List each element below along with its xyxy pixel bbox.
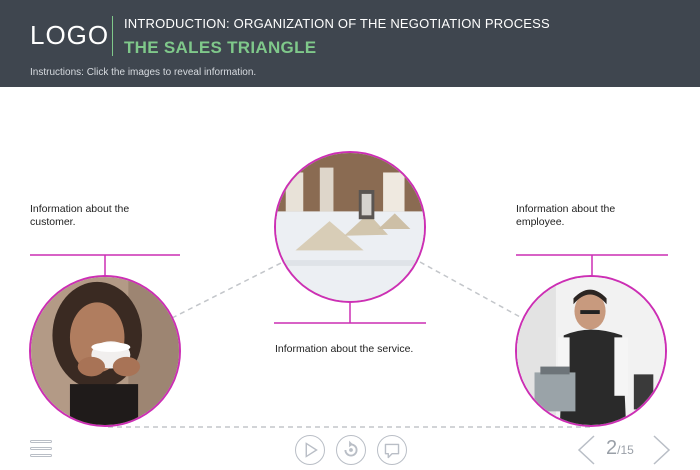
- customer-photo[interactable]: [29, 275, 181, 427]
- replay-button[interactable]: [336, 435, 366, 465]
- service-photo[interactable]: [274, 151, 426, 303]
- barista-making-coffee-photo: [517, 277, 665, 425]
- header-divider: [112, 16, 113, 56]
- dashed-line-service-employee: [419, 261, 523, 319]
- restaurant-table-setting-photo: [276, 153, 424, 301]
- total-slides: /15: [617, 443, 634, 457]
- dashed-line-customer-service: [171, 261, 284, 319]
- slide-counter: 2/15: [606, 437, 634, 460]
- prev-arrow-icon: [577, 435, 595, 465]
- employee-photo[interactable]: [515, 275, 667, 427]
- header-bar: LOGO INTRODUCTION: ORGANIZATION OF THE N…: [0, 0, 700, 87]
- menu-icon[interactable]: [30, 440, 52, 460]
- notes-button[interactable]: [377, 435, 407, 465]
- prev-slide-button[interactable]: [576, 434, 596, 466]
- service-info-text: Information about the service.: [275, 343, 414, 355]
- course-title: INTRODUCTION: ORGANIZATION OF THE NEGOTI…: [124, 16, 550, 31]
- notes-icon: [384, 443, 400, 459]
- slide-title: THE SALES TRIANGLE: [124, 38, 317, 57]
- customer-info-text: Information about the customer.: [30, 203, 130, 228]
- woman-drinking-coffee-photo: [31, 277, 179, 425]
- player-toolbar: 2/15: [0, 430, 700, 470]
- current-slide-number: 2: [606, 437, 618, 459]
- next-arrow-icon: [653, 435, 671, 465]
- instructions-text: Instructions: Click the images to reveal…: [30, 67, 257, 78]
- logo: LOGO: [30, 20, 110, 50]
- next-slide-button[interactable]: [652, 434, 672, 466]
- employee-info-text: Information about the employee.: [516, 203, 616, 228]
- play-icon: [305, 442, 318, 458]
- play-button[interactable]: [295, 435, 325, 465]
- replay-icon: [344, 440, 358, 457]
